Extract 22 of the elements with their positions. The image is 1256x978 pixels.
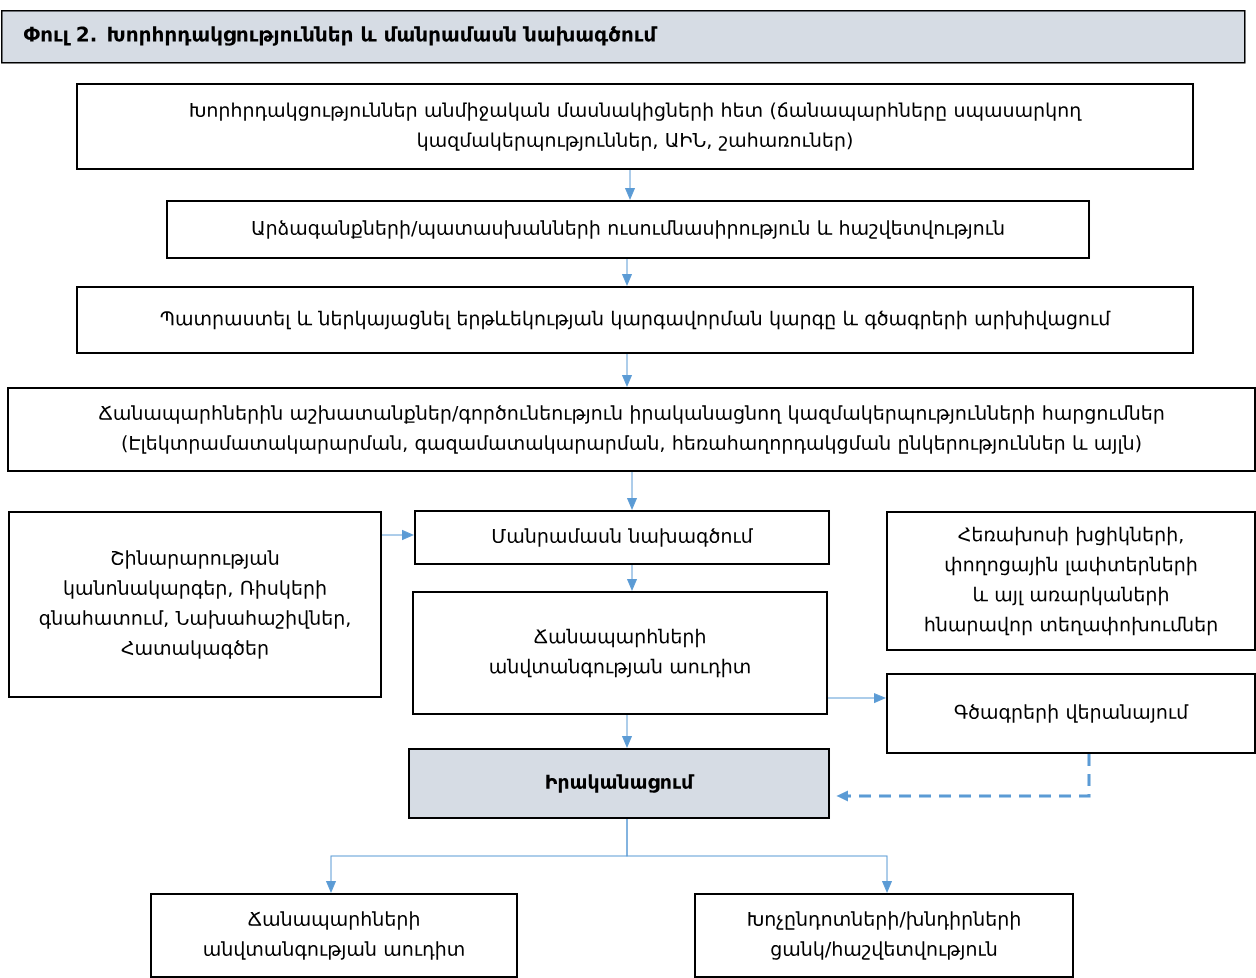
process-box: Հեռախոսի խցիկների, փողոցային լափտերների և այլ առարկաների հնարավոր տեղափոխումներ <box>886 511 1256 651</box>
arrow <box>626 818 892 893</box>
arrow <box>622 353 632 387</box>
process-box: Խոչընդոտների/խնդիրների ցանկ/հաշվետվություն <box>694 893 1074 978</box>
process-box: Ճանապարհների անվտանգության աուդիտ <box>412 591 828 715</box>
title-banner: Փուլ 2. Խորհրդակցություններ և մանրամասն նախագծում <box>1 10 1246 64</box>
process-box: Արձագանքների/պատասխանների ուսումնասիրություն և հաշվետվություն <box>166 200 1090 259</box>
process-box: Ճանապարհների անվտանգության աուդիտ <box>150 893 518 978</box>
arrow <box>627 564 637 591</box>
process-box: Պատրաստել և ներկայացնել երթևեկության կարգավորման կարգը և գծագրերի արխիվացում <box>76 286 1194 354</box>
process-box: Ճանապարհներին աշխատանքներ/գործունեություն իրականացնող կազմակերպությունների հարցումներ (Էլեկտրամատակարարման, գազամատակարարման, հեռահաղորդակցման ընկերություններ և այլն) <box>7 387 1256 472</box>
arrow <box>622 258 632 286</box>
arrow <box>625 169 635 200</box>
arrow <box>622 714 632 748</box>
arrow <box>381 530 414 540</box>
arrow <box>627 471 637 510</box>
highlighted-process-box: Իրականացում <box>408 748 830 819</box>
process-box: Մանրամասն նախագծում <box>414 510 830 565</box>
process-box: Գծագրերի վերանայում <box>886 673 1256 754</box>
process-box: Շինարարության կանոնակարգեր, Ռիսկերի գնահատում, Նախահաշիվներ, Հատակագծեր <box>8 511 382 698</box>
arrow <box>827 693 886 703</box>
process-box: Խորհրդակցություններ անմիջական մասնակիցների հետ (ճանապարհները սպասարկող կազմակերպություններ, ԱԻՆ, շահառուներ) <box>76 83 1194 170</box>
